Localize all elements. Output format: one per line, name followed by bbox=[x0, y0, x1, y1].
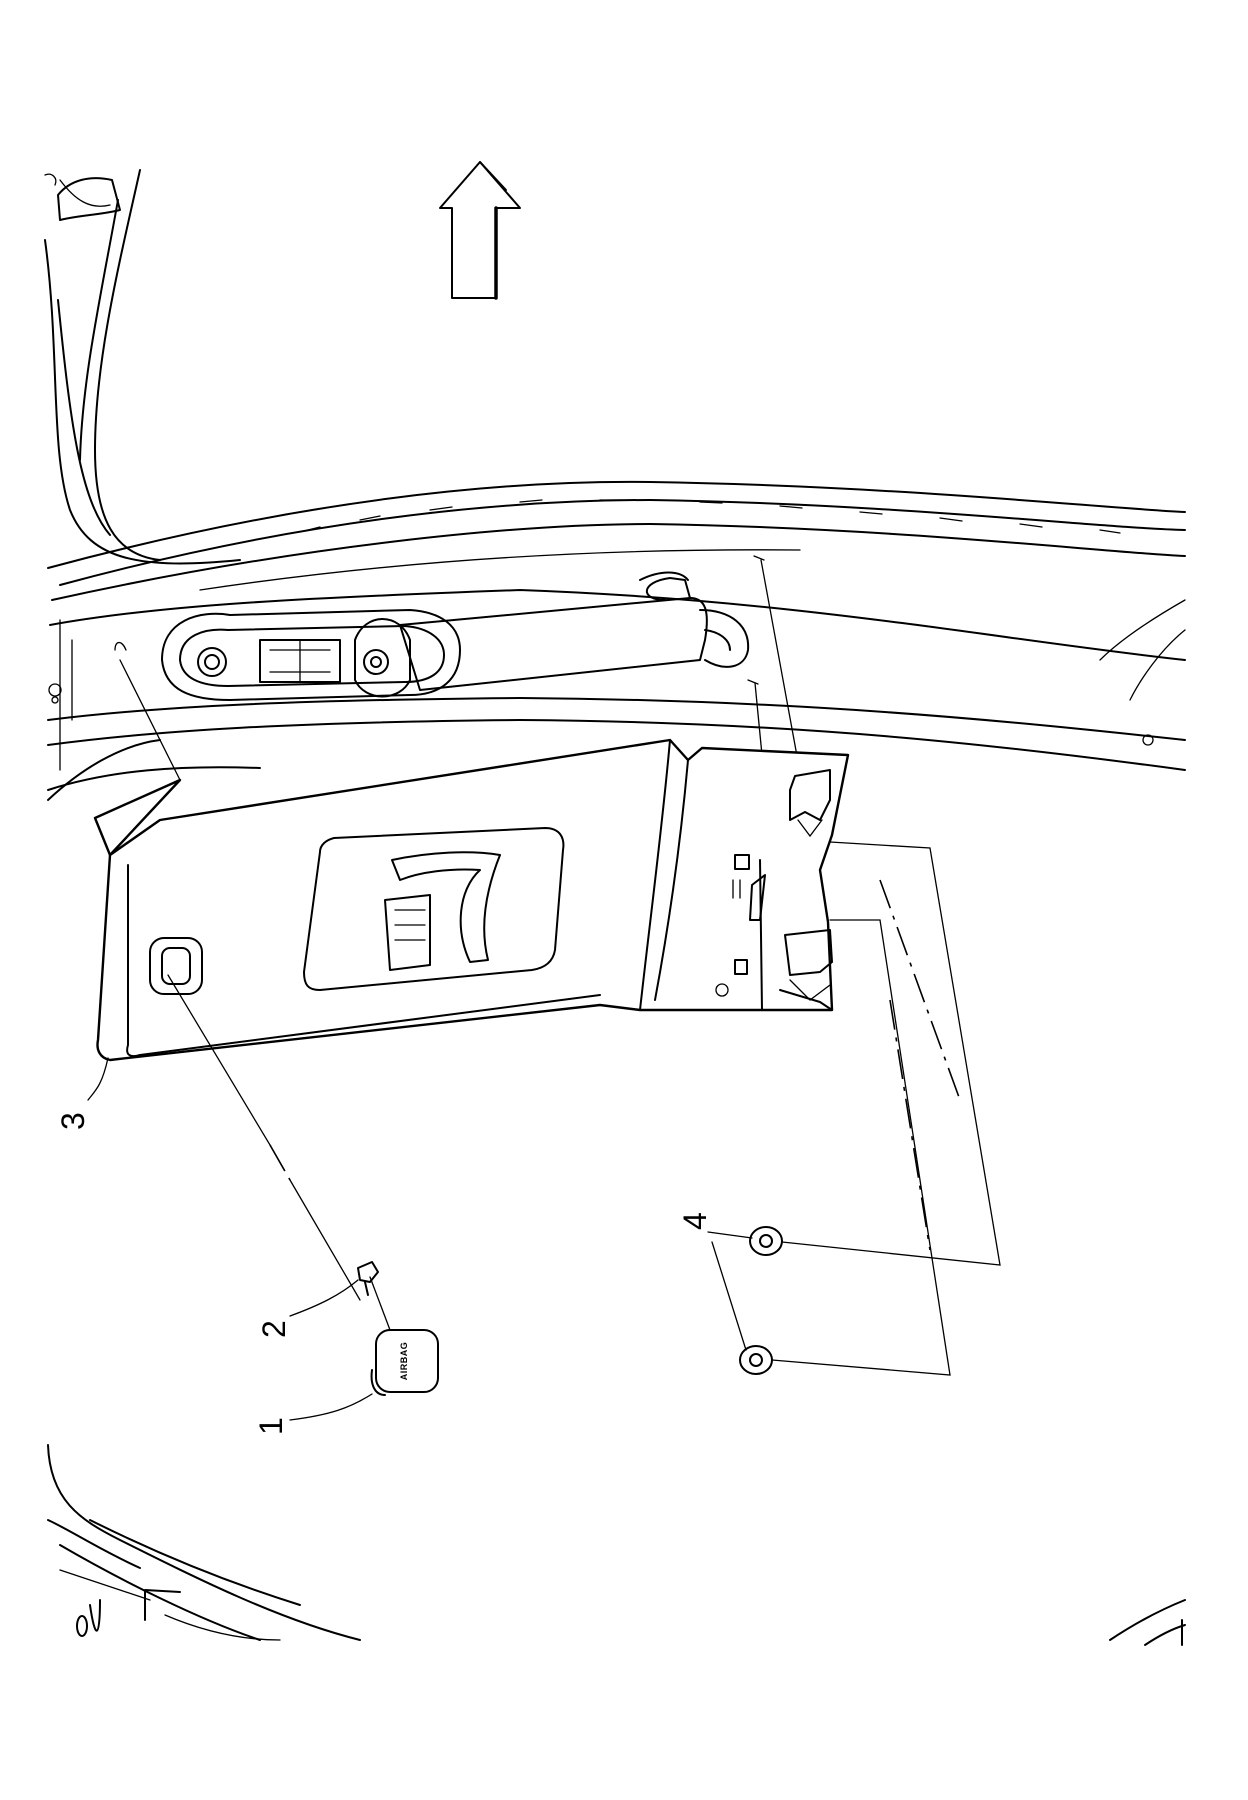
nut-lower bbox=[739, 1345, 773, 1375]
roof-rail bbox=[47, 480, 1186, 801]
retainer-clip bbox=[357, 1261, 379, 1296]
nut-guide-lines bbox=[771, 841, 1001, 1376]
nut-upper bbox=[749, 1226, 783, 1256]
lower-body-contour bbox=[47, 1444, 361, 1641]
callout-3: 3 bbox=[55, 1112, 91, 1130]
forward-arrow-icon bbox=[439, 161, 521, 300]
lower-right-contour bbox=[1109, 1599, 1186, 1646]
callout-2: 2 bbox=[256, 1320, 292, 1338]
vehicle-pillar-frame bbox=[44, 169, 241, 565]
callout-1: 1 bbox=[253, 1417, 289, 1435]
seat-belt-anchor bbox=[161, 571, 750, 701]
retainer-guide-line bbox=[167, 974, 391, 1331]
airbag-cover-label: AIRBAG bbox=[399, 1342, 409, 1381]
panel-guide-lines bbox=[114, 555, 798, 781]
callout-leaders bbox=[87, 1057, 753, 1421]
callout-4: 4 bbox=[677, 1212, 713, 1230]
center-pillar-trim-panel bbox=[93, 738, 850, 1062]
airbag-cover: AIRBAG bbox=[370, 1329, 439, 1396]
